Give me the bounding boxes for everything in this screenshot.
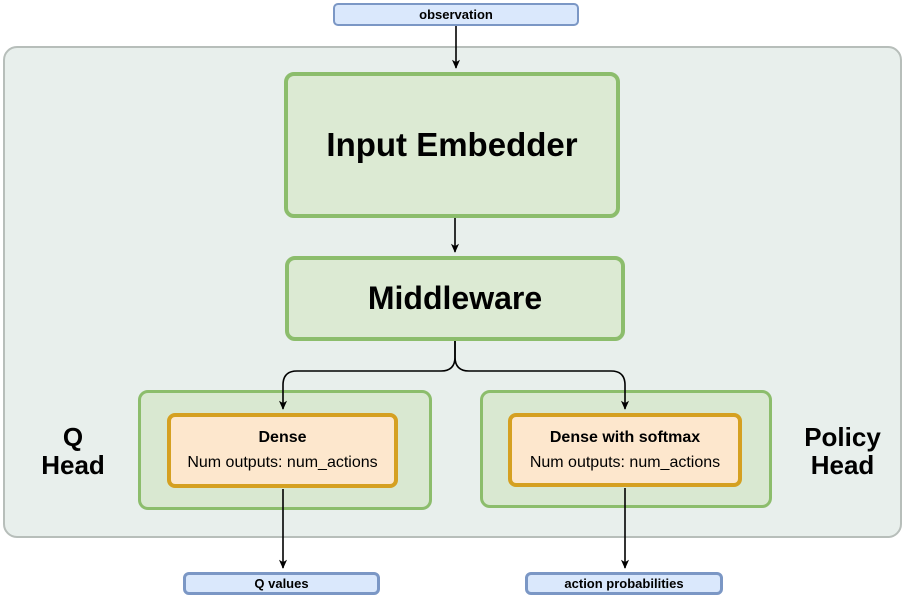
policy-head-label-line1: Policy (804, 422, 881, 452)
node-middleware: Middleware (285, 256, 625, 341)
q-head-label-line1: Q (62, 422, 84, 452)
q-head-label-line2: Head (41, 450, 105, 480)
node-q-values: Q values (183, 572, 380, 595)
node-observation-label: observation (419, 7, 493, 22)
q-head-label: Q Head (23, 423, 123, 479)
policy-head-label-line2: Head (810, 450, 875, 480)
node-dense-q: Dense Num outputs: num_actions (167, 413, 398, 488)
node-action-probabilities-label: action probabilities (564, 576, 684, 591)
node-dense-softmax-subtitle: Num outputs: num_actions (529, 453, 721, 471)
node-input-embedder: Input Embedder (284, 72, 620, 218)
node-dense-q-subtitle: Num outputs: num_actions (187, 454, 378, 471)
node-middleware-label: Middleware (367, 280, 543, 316)
node-observation: observation (333, 3, 579, 26)
node-dense-softmax: Dense with softmax Num outputs: num_acti… (508, 413, 742, 487)
node-input-embedder-label: Input Embedder (326, 126, 578, 163)
policy-head-label: Policy Head (785, 423, 900, 479)
node-dense-softmax-title: Dense with softmax (549, 428, 701, 446)
node-q-values-label: Q values (254, 576, 309, 591)
node-dense-q-title: Dense (258, 429, 307, 446)
node-action-probabilities: action probabilities (525, 572, 723, 595)
